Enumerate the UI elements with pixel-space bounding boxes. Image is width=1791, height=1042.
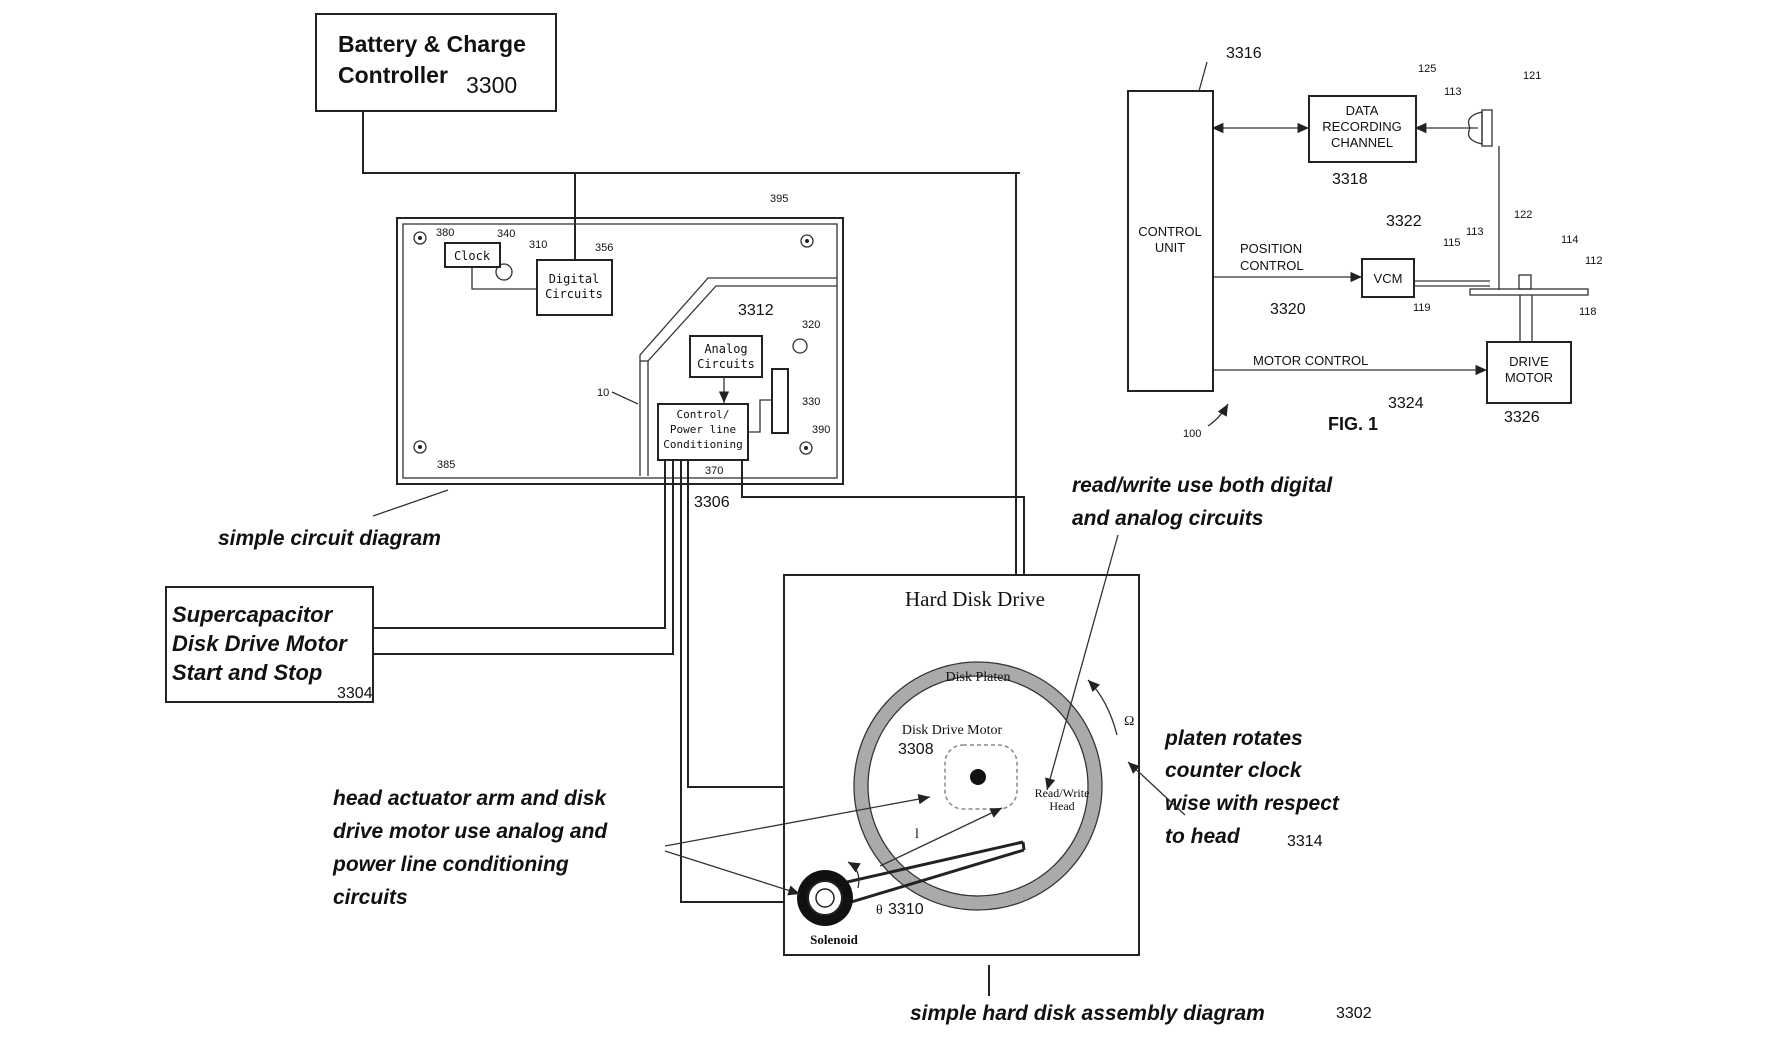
supercap-label-line1: Supercapacitor (172, 602, 334, 627)
fig-label: FIG. 1 (1328, 414, 1378, 434)
ref-380: 380 (436, 227, 454, 239)
ref-3324: 3324 (1388, 395, 1424, 412)
theta-label: θ (876, 903, 883, 918)
ref-370: 370 (705, 465, 723, 477)
solenoid-label: Solenoid (810, 932, 858, 947)
hdd-title: Hard Disk Drive (905, 587, 1045, 611)
rw-note-line1: read/write use both digital (1072, 474, 1333, 497)
drive-motor-label1: DRIVE (1509, 354, 1549, 369)
platen-label: Disk Platen (946, 670, 1011, 685)
ref-340: 340 (497, 228, 515, 240)
head-note-line4: circuits (333, 886, 408, 909)
hdd-caption: simple hard disk assembly diagram (910, 1002, 1265, 1025)
ref-3310: 3310 (888, 901, 924, 918)
ref-3314: 3314 (1287, 833, 1323, 850)
battery-controller-block: Battery & Charge Controller 3300 (315, 13, 557, 112)
ref-3306: 3306 (694, 494, 730, 511)
ref-3318: 3318 (1332, 171, 1368, 188)
ref-390: 390 (812, 424, 830, 436)
analog-circuits-label1: Analog (704, 342, 747, 356)
drive-motor-label2: MOTOR (1505, 370, 1553, 385)
fig1-block-diagram: CONTROL UNIT DATA RECORDING CHANNEL VCM … (1127, 45, 1603, 440)
circuit-board: Clock Digital Circuits Analog Circuits C… (396, 193, 844, 511)
motor-label: Disk Drive Motor (902, 723, 1003, 738)
ref-10: 10 (597, 387, 609, 399)
head-note-line2: drive motor use analog and (333, 820, 608, 843)
position-control-label2: CONTROL (1240, 258, 1304, 273)
supercap-label-line3: Start and Stop (172, 660, 322, 685)
motor-control-label: MOTOR CONTROL (1253, 353, 1368, 368)
ref-113b: 113 (1466, 226, 1484, 238)
battery-label-line2: Controller (338, 62, 448, 88)
ref-3308: 3308 (898, 741, 934, 758)
circuit-caption: simple circuit diagram (218, 527, 441, 550)
supercapacitor-block: Supercapacitor Disk Drive Motor Start an… (165, 586, 374, 703)
rw-head-label1: Read/Write (1035, 786, 1090, 800)
battery-ref: 3300 (466, 72, 517, 98)
ref-385: 385 (437, 459, 455, 471)
data-channel-label1: DATA (1346, 103, 1379, 118)
hard-disk-drive: Hard Disk Drive Disk Platen Disk Drive M… (783, 574, 1140, 956)
head-note-line1: head actuator arm and disk (333, 787, 607, 810)
ref-330: 330 (802, 396, 820, 408)
ref-121: 121 (1523, 70, 1541, 82)
clock-label: Clock (454, 249, 491, 263)
ref-3316: 3316 (1226, 45, 1262, 62)
control-unit-label2: UNIT (1155, 240, 1185, 255)
head-note-line3: power line conditioning (332, 853, 569, 876)
ref-122: 122 (1514, 209, 1532, 221)
digital-circuits-label1: Digital (549, 272, 600, 286)
ref-3312: 3312 (738, 302, 774, 319)
ref-112: 112 (1585, 255, 1603, 267)
head-annotation: head actuator arm and disk drive motor u… (332, 787, 931, 909)
rw-head-label2: Head (1049, 799, 1074, 813)
digital-circuits-label2: Circuits (545, 287, 603, 301)
ref-3320: 3320 (1270, 301, 1306, 318)
ref-118: 118 (1579, 306, 1597, 318)
ref-3326: 3326 (1504, 409, 1540, 426)
ref-119: 119 (1413, 302, 1431, 314)
supercap-ref: 3304 (337, 685, 373, 702)
rw-annotation: read/write use both digital and analog c… (1045, 474, 1333, 791)
ref-125: 125 (1418, 63, 1436, 75)
ref-100: 100 (1183, 428, 1201, 440)
omega-label: Ω (1124, 714, 1134, 729)
vcm-label: VCM (1374, 271, 1403, 286)
control-label1: Control/ (677, 408, 730, 421)
control-label2: Power line (670, 423, 736, 436)
supercap-label-line2: Disk Drive Motor (172, 631, 348, 656)
ref-114: 114 (1561, 234, 1579, 246)
data-channel-label2: RECORDING (1322, 119, 1401, 134)
analog-circuits-label2: Circuits (697, 357, 755, 371)
ref-320: 320 (802, 319, 820, 331)
data-channel-label3: CHANNEL (1331, 135, 1393, 150)
circuit-caption-leader (372, 489, 449, 517)
rw-note-line2: and analog circuits (1072, 507, 1263, 530)
ref-310: 310 (529, 239, 547, 251)
ref-115: 115 (1443, 237, 1461, 249)
platen-note-line3: wise with respect (1165, 792, 1340, 815)
platen-annotation: platen rotates counter clock wise with r… (1127, 727, 1340, 850)
control-unit-label1: CONTROL (1138, 224, 1202, 239)
platen-note-line2: counter clock (1165, 759, 1303, 782)
ref-3302: 3302 (1336, 1005, 1372, 1022)
arm-length-label: l (915, 827, 919, 842)
ref-113a: 113 (1444, 86, 1462, 98)
ref-395: 395 (770, 193, 788, 205)
ref-3322: 3322 (1386, 213, 1422, 230)
control-label3: Conditioning (663, 438, 742, 451)
platen-note-line1: platen rotates (1164, 727, 1303, 750)
battery-label-line1: Battery & Charge (338, 31, 526, 57)
ref-356: 356 (595, 242, 613, 254)
position-control-label1: POSITION (1240, 241, 1302, 256)
platen-note-line4: to head (1165, 825, 1241, 848)
